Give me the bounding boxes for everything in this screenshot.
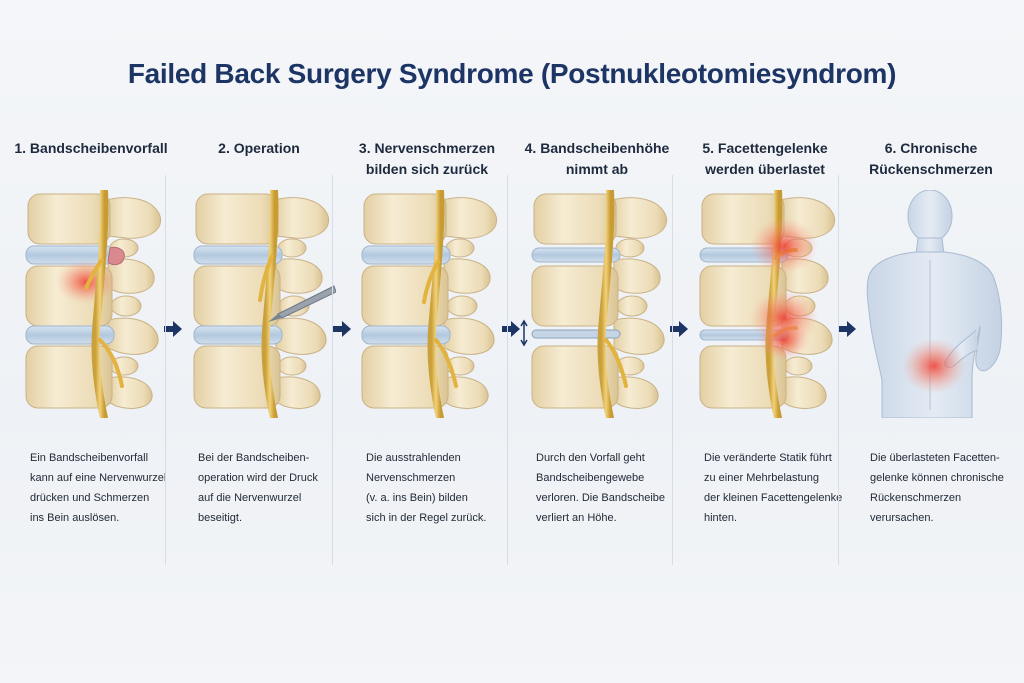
step-title: 5. Facettengelenke werden überlastet (702, 140, 828, 177)
desc-line: Bei der Bandscheiben- (198, 452, 310, 464)
step-description: Die überlasteten Facetten- gelenke könne… (870, 448, 1010, 528)
step-description: Bei der Bandscheiben- operation wird der… (198, 448, 338, 528)
arrow-right-icon (838, 321, 856, 337)
desc-line: Die ausstrahlenden (366, 452, 461, 464)
step-panel-1: 1. Bandscheibenvorfall Ein Bandscheibenv… (8, 132, 174, 562)
spine-herniated-disc-illustration (25, 190, 162, 418)
desc-line: operation wird der Druck (198, 472, 318, 484)
arrow-right-icon (164, 321, 182, 337)
desc-line: beseitigt. (198, 512, 243, 524)
desc-line: Die veränderte Statik führt (704, 452, 832, 464)
arrow-right-icon (502, 321, 520, 337)
desc-line: Durch den Vorfall geht (536, 452, 645, 464)
step-description: Die veränderte Statik führt zu einer Meh… (704, 448, 844, 528)
step-title: 2. Operation (218, 140, 300, 156)
step-description: Durch den Vorfall geht Bandscheibengeweb… (536, 448, 676, 528)
divider (332, 175, 333, 565)
desc-line: drücken und Schmerzen (30, 492, 150, 504)
desc-line: kann auf eine Nervenwurzel (30, 472, 167, 484)
spine-reduced-disc-height-illustration (520, 190, 668, 418)
page-title: Failed Back Surgery Syndrome (Postnukleo… (127, 58, 897, 89)
spine-facet-overload-illustration (699, 190, 836, 418)
divider (838, 175, 839, 565)
desc-line: sich in der Regel zurück. (366, 512, 487, 524)
desc-line: (v. a. ins Bein) bilden (366, 492, 468, 504)
step-panel-3: 3. Nervenschmerzen bilden sich zurück Di… (344, 132, 510, 562)
step-panel-4: 4. Bandscheibenhöhe nimmt ab Durch den V… (514, 132, 680, 562)
desc-line: auf die Nervenwurzel (198, 492, 302, 504)
step-panel-6: 6. Chronische Rückenschmerzen Die überla… (848, 132, 1014, 562)
step-panel-5: 5. Facettengelenke werden überlastet Die… (682, 132, 848, 562)
desc-line: ins Bein auslösen. (30, 512, 120, 524)
desc-line: verliert an Höhe. (536, 512, 617, 524)
step-title: 6. Chronische Rückenschmerzen (869, 140, 993, 177)
step-description: Die ausstrahlenden Nervenschmerzen (v. a… (366, 448, 506, 528)
desc-line: Nervenschmerzen (366, 472, 456, 484)
step-title: 1. Bandscheibenvorfall (14, 140, 168, 156)
divider (672, 175, 673, 565)
divider (165, 175, 166, 565)
desc-line: Die überlasteten Facetten- (870, 452, 1000, 464)
arrow-right-icon (333, 321, 351, 337)
desc-line: Rückenschmerzen (870, 492, 962, 504)
desc-line: Bandscheibengewebe (536, 472, 645, 484)
desc-line: verursachen. (870, 512, 934, 524)
step-description: Ein Bandscheibenvorfall kann auf eine Ne… (30, 448, 170, 528)
back-pain-figure-illustration (866, 190, 1003, 418)
desc-line: verloren. Die Bandscheibe (536, 492, 666, 504)
desc-line: hinten. (704, 512, 738, 524)
step-title: 4. Bandscheibenhöhe nimmt ab (524, 140, 670, 177)
divider (507, 175, 508, 565)
spine-surgery-instrument-illustration (193, 190, 336, 418)
spine-recovered-nerve-illustration (361, 190, 498, 418)
desc-line: zu einer Mehrbelastung (704, 472, 819, 484)
desc-line: gelenke können chronische (870, 472, 1004, 484)
desc-line: Ein Bandscheibenvorfall (30, 452, 149, 464)
step-panel-2: 2. Operation Bei der Bandscheiben- opera… (176, 132, 342, 562)
desc-line: der kleinen Facettengelenke (704, 492, 843, 504)
step-title: 3. Nervenschmerzen bilden sich zurück (358, 140, 496, 177)
arrow-right-icon (670, 321, 688, 337)
